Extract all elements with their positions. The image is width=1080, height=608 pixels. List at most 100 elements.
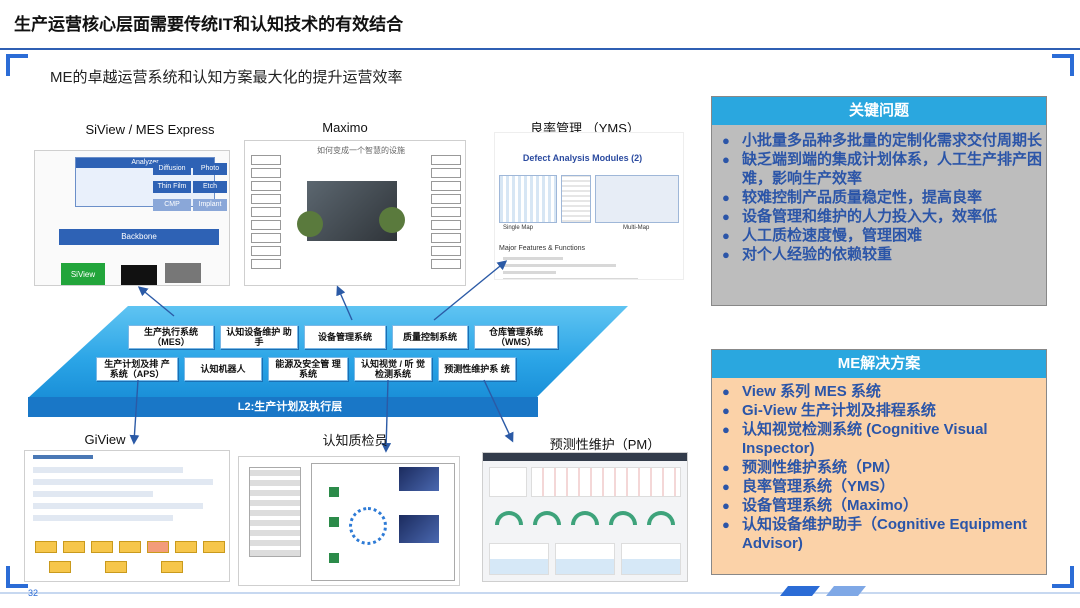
flow-node [329,517,339,527]
backbone-bar: Backbone [59,229,219,245]
maximo-screenshot: 如何变成一个智慧的设施 [244,140,466,286]
giview-row [33,479,213,485]
module-label: 生产执行系统 （MES） [143,327,198,347]
pm-trend [621,543,681,575]
giview-node [35,541,57,553]
module-mes[interactable]: 生产执行系统 （MES） [128,325,214,349]
title-divider [0,48,1080,50]
list-item: 认知设备维护助手（Cognitive Equipment Advisor) [720,515,1042,553]
list-item: 小批量多品种多批量的定制化需求交付周期长 [720,131,1042,150]
key-issues-title: 关键问题 [712,97,1046,125]
yms-screenshot: Defect Analysis Modules (2) Single Map M… [494,132,684,280]
module-aps[interactable]: 生产计划及排 产系统（APS） [96,357,178,381]
analyzer-label: Analyzer [76,158,214,168]
page-number: 32 [28,588,39,598]
giview-node [161,561,183,573]
giview-node [147,541,169,553]
list-item: 缺乏端到端的集成计划体系，人工生产排产困难，影响生产效率 [720,150,1042,188]
single-map-image [499,175,557,223]
list-item: 较难控制产品质量稳定性，提高良率 [720,188,1042,207]
caption-maximo: Maximo [322,120,368,135]
module-label: 认知机器人 [200,364,246,374]
list-item: 设备管理和维护的人力投入大，效率低 [720,207,1042,226]
module-diffusion: Diffusion [153,163,191,175]
platform-top [28,306,628,398]
module-label: 仓库管理系统 （WMS） [488,327,543,347]
corner-bracket [6,54,28,76]
pm-gauge [495,511,523,525]
tree-image [297,211,323,237]
module-equipment-management[interactable]: 设备管理系统 [304,325,386,349]
module-predictive-maintenance[interactable]: 预测性维护系 统 [438,357,516,381]
right-column [431,155,461,273]
pm-screenshot [482,452,688,582]
caption-siview: SiView / MES Express [85,122,215,137]
giview-node [175,541,197,553]
list-item: View 系列 MES 系统 [720,382,1042,401]
footer-divider [0,592,1080,594]
pm-tile [531,467,681,497]
single-map-label: Single Map [503,225,534,231]
other-box [165,263,201,283]
module-implant: Implant [193,199,227,211]
left-column [251,155,281,273]
maximo-title: 如何变成一个智慧的设施 [317,146,405,155]
chart-image [561,175,591,223]
pm-trend [489,543,549,575]
module-quality-control[interactable]: 质量控制系统 [392,325,468,349]
features-heading: Major Features & Functions [499,245,585,252]
giview-node [119,541,141,553]
module-photo: Photo [193,163,227,175]
flow-node [329,487,339,497]
list-item: 预测性维护系统（PM） [720,458,1042,477]
giview-node [91,541,113,553]
module-label: 质量控制系统 [402,332,457,342]
siview-box: SiView [61,263,105,285]
giview-node [49,561,71,573]
pm-gauge [533,511,561,525]
module-label: 预测性维护系 统 [444,364,510,374]
module-label: 生产计划及排 产系统（APS） [104,359,170,379]
watson-globe-icon [349,507,387,545]
giview-row [33,491,153,497]
module-label: 认知设备维护 助手 [226,327,292,347]
module-label: 认知视觉 / 听 觉 检测系统 [360,359,425,379]
module-energy-safety[interactable]: 能源及安全管 理系统 [268,357,348,381]
pm-trend [555,543,615,575]
tree-image [379,207,405,233]
module-etch: Etch [193,181,227,193]
list-item: 对个人经验的依赖较重 [720,245,1042,264]
list-item: 良率管理系统（YMS） [720,477,1042,496]
caption-pm: 预测性维护（PM） [549,437,661,452]
giview-node [105,561,127,573]
giview-node [203,541,225,553]
analyzer-panel: Analyzer [75,157,215,207]
platform-label: L2:生产计划及执行层 [237,401,343,413]
pm-gauge [571,511,599,525]
list-item: Gi-View 生产计划及排程系统 [720,401,1042,420]
footer-chevron [826,586,866,596]
corner-bracket [1052,54,1074,76]
pm-gauge [609,511,637,525]
pm-header [483,453,687,461]
module-wms[interactable]: 仓库管理系统 （WMS） [474,325,558,349]
module-label: 设备管理系统 [317,332,372,342]
module-label: 能源及安全管 理系统 [275,359,341,379]
pm-tile [489,467,527,497]
list-item: 人工质检速度慢，管理困难 [720,226,1042,245]
multi-map-label: Multi-Map [623,225,650,231]
giview-node [63,541,85,553]
siview-screenshot: Analyzer Diffusion Photo Thin Film Etch … [34,150,230,286]
yms-heading: Defect Analysis Modules (2) [522,153,643,163]
giview-row [33,503,203,509]
result-image [399,467,439,491]
module-cognitive-robot[interactable]: 认知机器人 [184,357,262,381]
module-cognitive-inspection[interactable]: 认知视觉 / 听 觉 检测系统 [354,357,432,381]
platform-front [28,397,538,417]
footer-chevron [780,586,820,596]
list-item: 设备管理系统（Maximo） [720,496,1042,515]
multi-map-image [595,175,679,223]
module-cognitive-equipment-advisor[interactable]: 认知设备维护 助手 [220,325,298,349]
pm-gauge [647,511,675,525]
solutions-panel: ME解决方案 View 系列 MES 系统 Gi-View 生产计划及排程系统 … [711,349,1047,575]
